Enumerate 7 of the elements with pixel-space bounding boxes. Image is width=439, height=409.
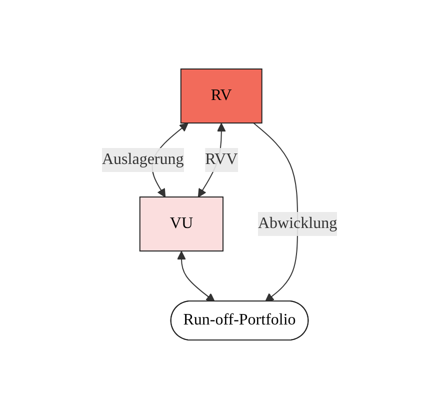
arrow <box>252 122 298 302</box>
edge-label: Auslagerung <box>102 150 184 168</box>
arrow <box>176 251 215 302</box>
edge-label: Abwicklung <box>258 214 338 232</box>
node-box: VU <box>139 196 224 252</box>
edge-label: RVV <box>205 150 238 168</box>
node-box: RV <box>180 68 262 124</box>
